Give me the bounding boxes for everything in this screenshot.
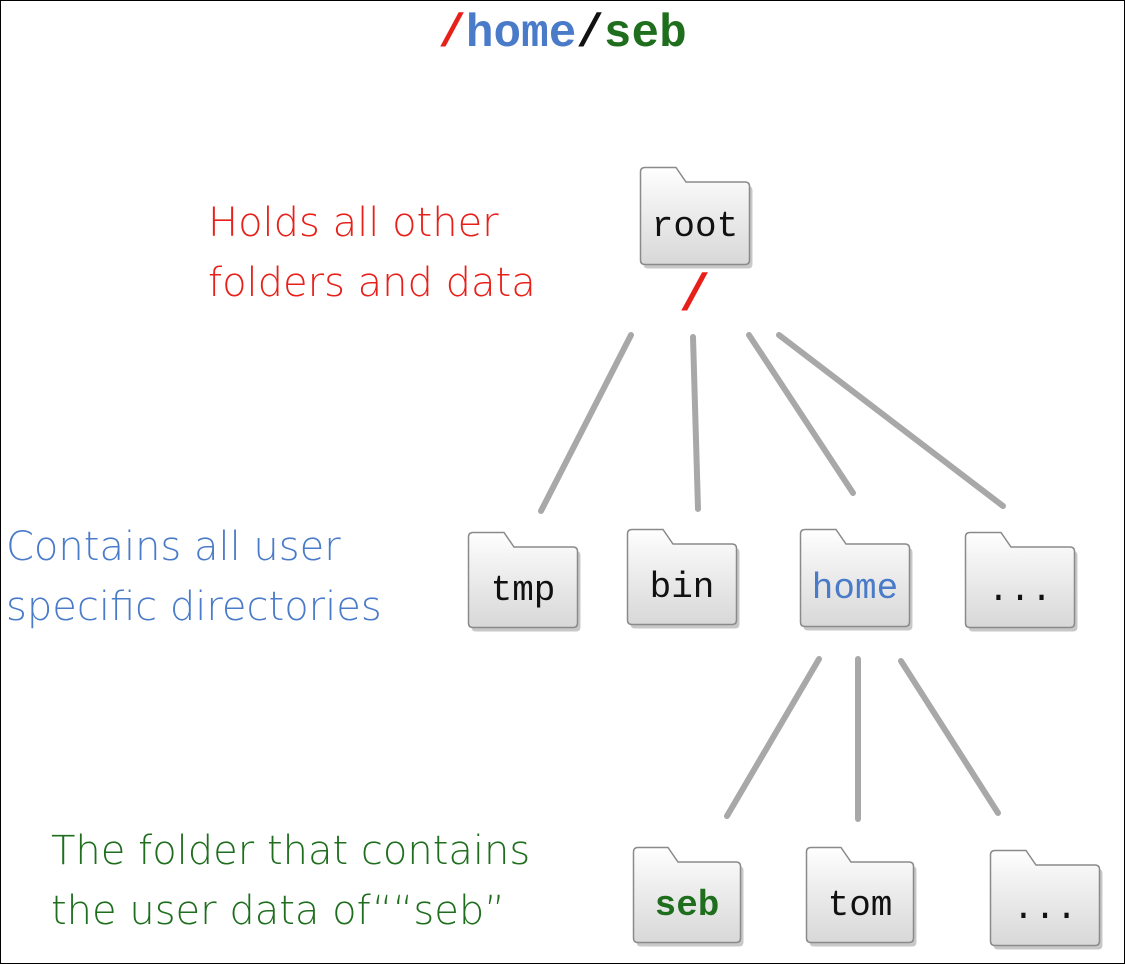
folder-body	[626, 528, 738, 626]
folder-icon	[626, 528, 740, 629]
folder-body	[964, 531, 1076, 629]
folder-label: root	[651, 205, 739, 247]
folder-body	[639, 166, 751, 266]
folder-label: bin	[649, 566, 715, 608]
path-separator: /	[576, 8, 604, 60]
annotation-line: the user data of““seb”	[51, 888, 505, 934]
annotation-seb: The folder that contains the user data o…	[51, 821, 530, 941]
folder-tom[interactable]: tom	[805, 846, 917, 947]
path-home-segment: home	[465, 8, 577, 60]
folder-body	[989, 849, 1101, 947]
annotation-line: The folder that contains	[51, 828, 531, 874]
connector-home-more	[898, 658, 1001, 816]
folder-more-level2[interactable]: ...	[964, 531, 1078, 632]
folder-body	[632, 846, 742, 944]
connector-root-bin	[690, 334, 701, 512]
folder-label: tom	[827, 884, 893, 926]
folder-seb[interactable]: seb	[632, 846, 744, 947]
annotation-line: Holds all other	[208, 200, 499, 246]
folder-body	[799, 528, 911, 628]
path-root-slash: /	[438, 8, 466, 60]
connector-root-home	[746, 332, 856, 496]
annotation-line: folders and data	[208, 260, 536, 306]
path-seb-segment: seb	[603, 8, 687, 60]
folder-more-level3[interactable]: ...	[989, 849, 1103, 950]
folder-label: ...	[987, 569, 1053, 611]
annotation-line: Contains all user	[6, 524, 341, 570]
folder-icon	[632, 846, 744, 947]
folder-icon	[805, 846, 917, 947]
connector-root-more	[776, 332, 1006, 509]
folder-label: home	[811, 567, 899, 609]
connector-root-tmp	[538, 332, 634, 514]
folder-icon	[639, 166, 753, 269]
folder-icon	[799, 528, 913, 631]
annotation-home: Contains all user specific directories	[6, 517, 382, 637]
folder-icon	[467, 531, 581, 632]
annotation-root: Holds all other folders and data	[208, 193, 536, 313]
folder-label: seb	[654, 884, 720, 926]
folder-icon	[989, 849, 1103, 950]
folder-tmp[interactable]: tmp	[467, 531, 581, 632]
folder-body	[805, 846, 915, 944]
root-slash-symbol: /	[679, 267, 711, 326]
folder-label: ...	[1012, 887, 1078, 929]
folder-body	[467, 531, 579, 629]
folder-root[interactable]: root	[639, 166, 753, 269]
annotation-line: specific directories	[6, 584, 382, 630]
folder-icon	[964, 531, 1078, 632]
connector-home-seb	[724, 656, 822, 819]
folder-bin[interactable]: bin	[626, 528, 740, 629]
path-title: /home/seb	[1, 7, 1124, 61]
folder-label: tmp	[490, 569, 556, 611]
folder-home[interactable]: home	[799, 528, 913, 631]
